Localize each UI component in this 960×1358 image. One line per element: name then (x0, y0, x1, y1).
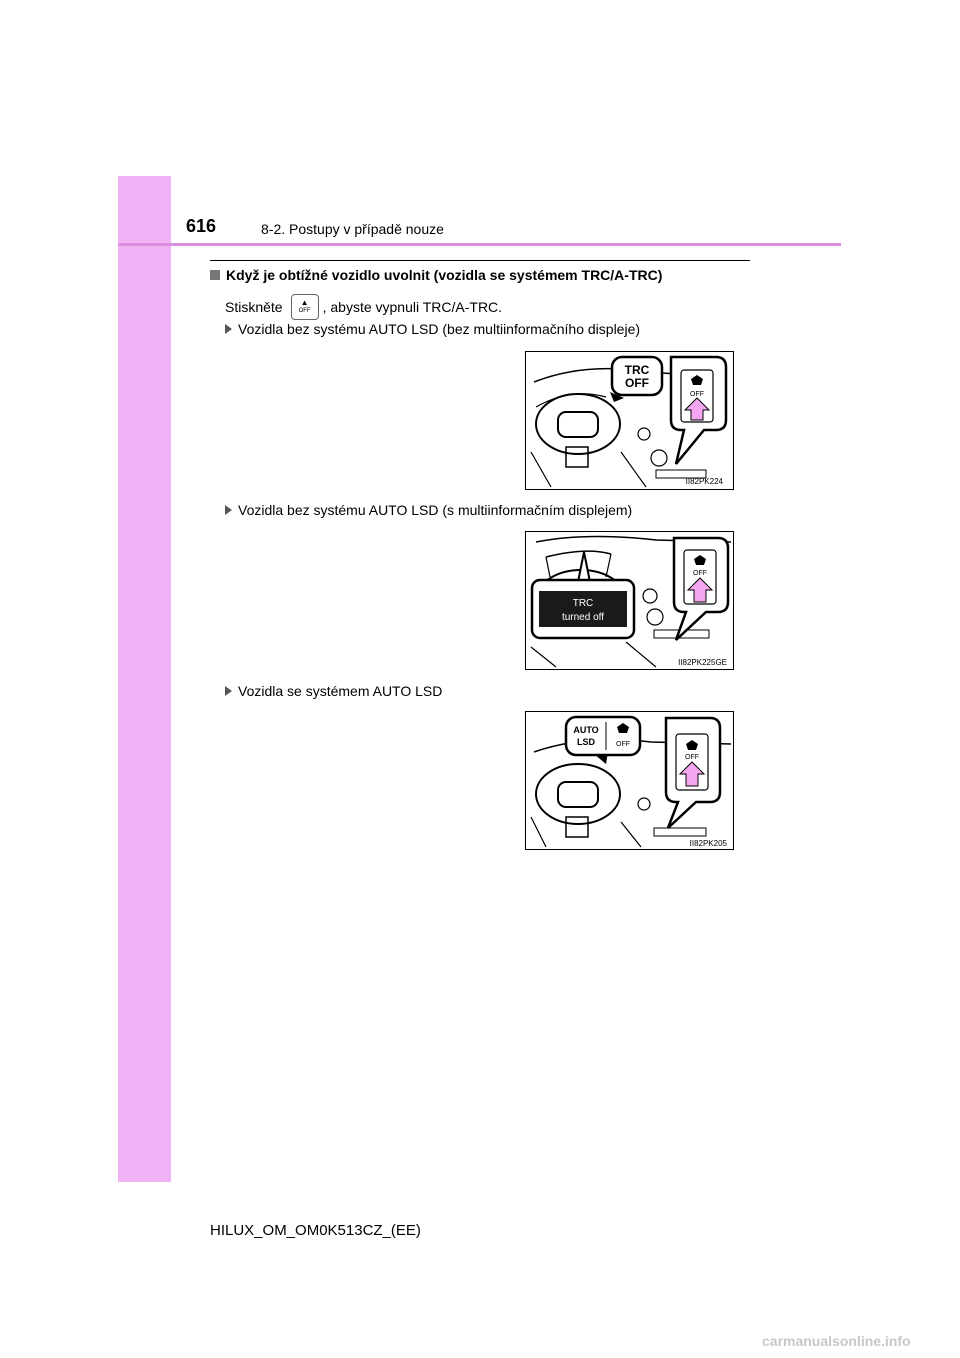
figure-id: II82PK224 (686, 477, 724, 486)
auto-lsd-off-label: OFF (616, 741, 630, 748)
car-skid-icon: ▲ (300, 298, 309, 307)
page-number: 616 (186, 216, 217, 236)
heading-text: Když je obtížné vozidlo uvolnit (vozidla… (226, 267, 663, 283)
auto-lsd-line2: LSD (577, 737, 596, 747)
button-off-label: OFF (685, 754, 699, 761)
content-rule (210, 260, 750, 261)
figure-auto-lsd: AUTO LSD OFF OFF II82PK205 (525, 711, 734, 850)
square-bullet-icon (210, 270, 220, 280)
bullet-text: Vozidla bez systému AUTO LSD (s multiinf… (238, 502, 633, 518)
display-line1: TRC (573, 598, 594, 609)
car-skid-icon (691, 375, 703, 385)
bullet-text: Vozidla se systémem AUTO LSD (238, 683, 443, 699)
bullet-item: Vozidla se systémem AUTO LSD (225, 683, 442, 699)
inline-button-off-label: OFF (298, 308, 311, 314)
figure-no-display: TRC OFF OFF II82PK224 (525, 351, 734, 490)
car-skid-icon (686, 740, 698, 750)
bullet-item: Vozidla bez systému AUTO LSD (s multiinf… (225, 502, 632, 518)
triangle-bullet-icon (225, 505, 232, 515)
button-off-label: OFF (690, 391, 704, 398)
press-arrow-icon (683, 397, 711, 421)
press-arrow-icon (678, 761, 706, 787)
section-title: 8-2. Postupy v případě nouze (261, 221, 444, 237)
display-line2: turned off (562, 612, 604, 623)
figure-id: II82PK225GE (678, 658, 727, 667)
button-off-label: OFF (693, 570, 707, 577)
figure-with-display: TRC turned off OFF II82PK225GE (525, 531, 734, 670)
figure-id: II82PK205 (690, 839, 728, 848)
car-skid-icon (617, 723, 629, 733)
dashboard-illustration: TRC OFF OFF II82PK224 (530, 355, 728, 488)
chapter-tab-bar (118, 176, 171, 1182)
header-rule (118, 243, 841, 246)
dashboard-illustration: TRC turned off OFF II82PK225GE (530, 535, 732, 668)
dashboard-illustration: AUTO LSD OFF OFF II82PK205 (530, 715, 732, 848)
document-footer: HILUX_OM_OM0K513CZ_(EE) (210, 1222, 421, 1239)
triangle-bullet-icon (225, 324, 232, 334)
watermark[interactable]: carmanualsonline.info (762, 1333, 911, 1349)
instruction-line: Stiskněte ▲ OFF , abyste vypnuli TRC/A-T… (225, 294, 502, 320)
auto-lsd-line1: AUTO (573, 725, 598, 735)
subsection-heading: Když je obtížné vozidlo uvolnit (vozidla… (210, 267, 662, 283)
instruction-before: Stiskněte (225, 299, 283, 315)
press-arrow-icon (686, 577, 714, 603)
trc-callout-line2: OFF (625, 376, 649, 390)
trc-callout-line1: TRC (625, 363, 650, 377)
instruction-after: , abyste vypnuli TRC/A-TRC. (322, 299, 503, 315)
car-skid-icon (694, 555, 706, 565)
trc-off-button-icon: ▲ OFF (290, 294, 319, 320)
bullet-item: Vozidla bez systému AUTO LSD (bez multii… (225, 321, 640, 337)
triangle-bullet-icon (225, 686, 232, 696)
bullet-text: Vozidla bez systému AUTO LSD (bez multii… (238, 321, 641, 337)
